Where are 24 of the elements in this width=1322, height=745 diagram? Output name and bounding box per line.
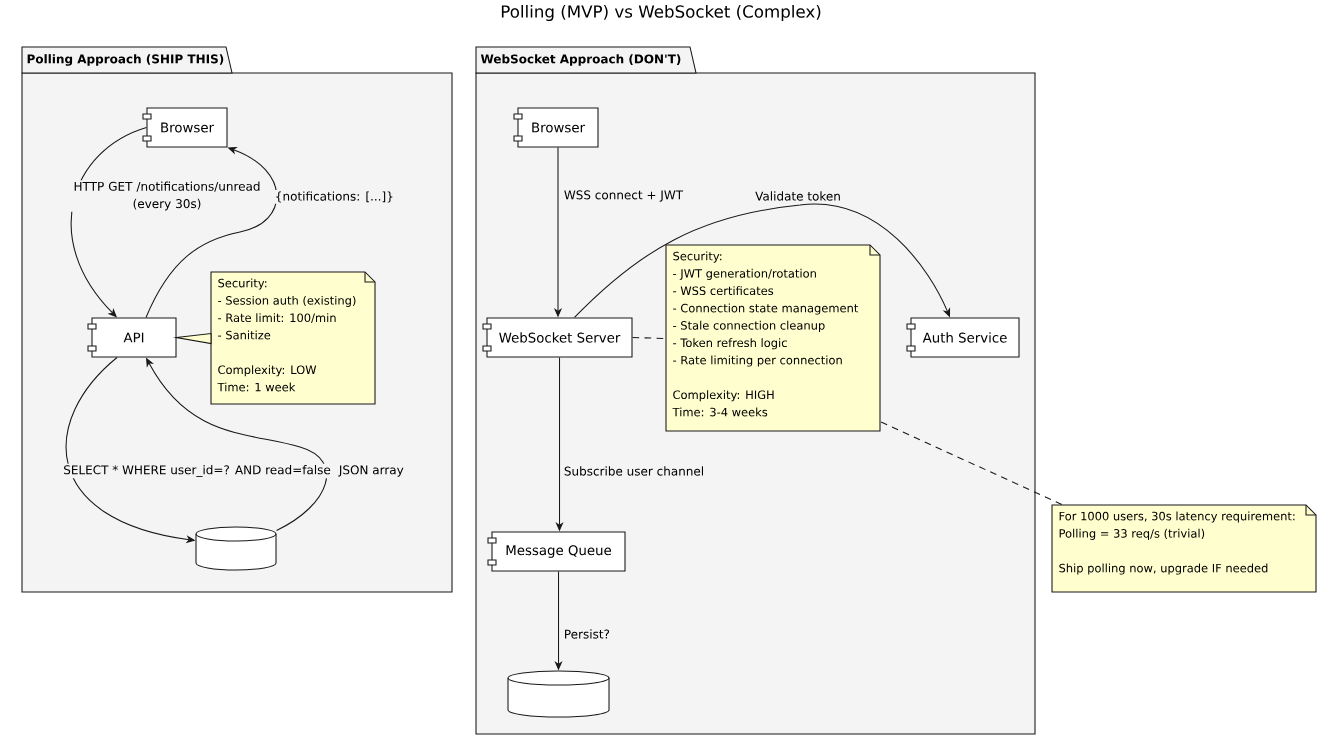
arrow [70,126,147,318]
edge-label: Validate token [753,190,843,202]
edge-label: HTTP GET /notifications/unread (every 30s) [65,180,269,212]
component-box: API [87,317,177,358]
connector-line [632,336,667,340]
edge-label: {notifications: [...]} [273,190,396,204]
connector-line [880,421,1064,506]
edge-label: Subscribe user channel [562,465,706,477]
note: Security: - JWT generation/rotation - WSS certificates - Connection state management - Stale connection cleanup - Token refresh logic - Rate limiting per connection Complexity: HIGH Time: 3-4 weeks [665,244,881,432]
component-box: WebSocket Server [482,317,633,358]
component-box: Auth Service [906,317,1020,358]
node-label: Polling Approach (SHIP THIS) [27,54,224,66]
component-box: Message Queue [487,531,626,572]
database-cylinder [507,670,610,718]
database-cylinder [195,526,277,571]
note: For 1000 users, 30s latency requirement: Polling = 33 req/s (trivial) Ship polling now, upgrade IF needed [1051,504,1317,593]
component-box: Browser [513,107,599,148]
edge-label: Persist? [562,628,612,640]
title: Polling (MVP) vs WebSocket (Complex) [501,4,821,22]
component-box: Browser [142,107,228,148]
note: Security: - Session auth (existing) - Rate limit: 100/min - Sanitize Complexity: LOW Time: 1 week [210,271,376,405]
edge-label: WSS connect + JWT [562,189,685,203]
arrow [573,203,951,318]
node-label: WebSocket Approach (DON'T) [480,54,681,66]
